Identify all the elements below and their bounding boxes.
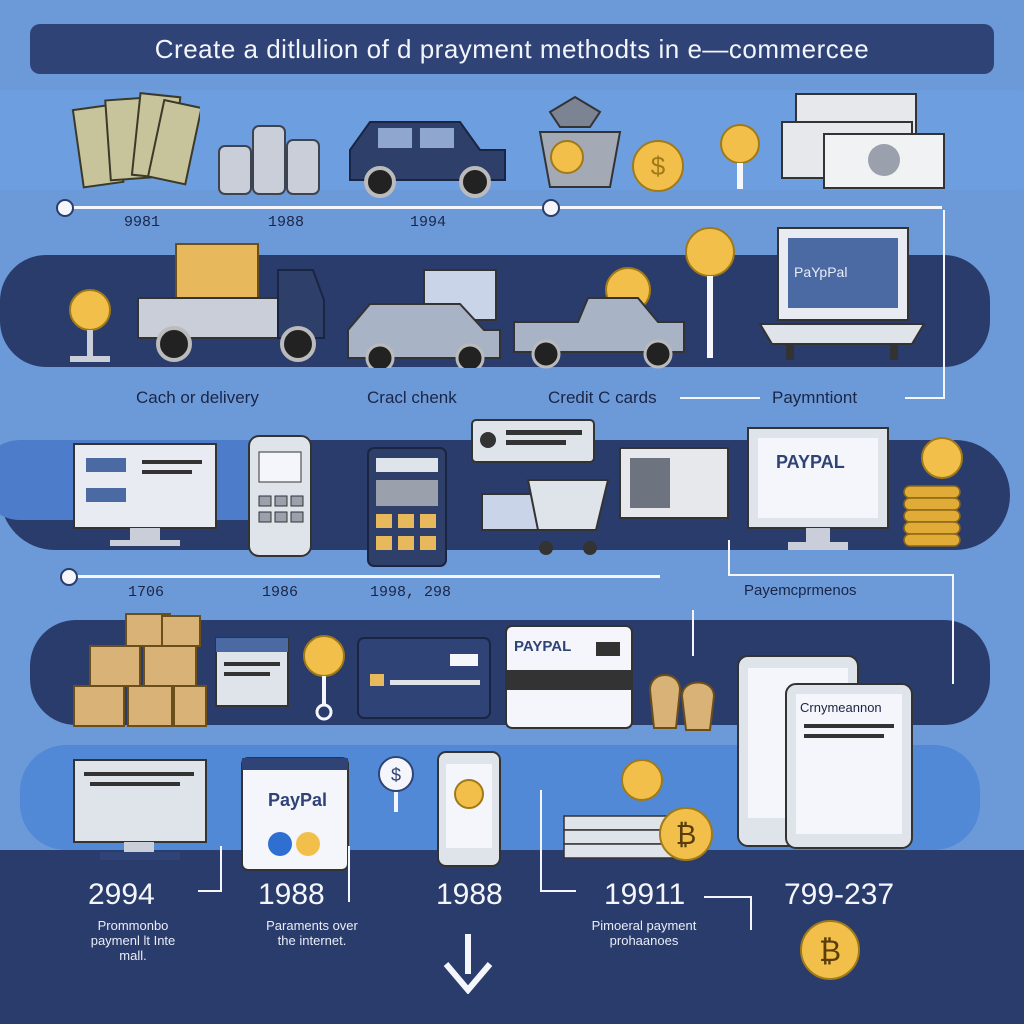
tablets-icon <box>737 655 913 849</box>
caption-row-5-1: Prommonbo paymenl lt Inte mall. <box>90 918 176 963</box>
year-label-row-3-1: 1706 <box>128 584 165 601</box>
label-payment: Paymntiont <box>772 388 858 407</box>
monitor-screen-text: PAYPAL <box>776 452 845 472</box>
page-title: Create a ditlulion of d prayment methodt… <box>30 24 994 74</box>
year-label-row-5-1: 2994 <box>88 878 155 911</box>
paypal-app-icon <box>241 757 349 871</box>
laptop-paypal-icon <box>758 227 926 360</box>
car-check-icon <box>347 269 501 368</box>
banknotes-icon <box>781 93 945 189</box>
connector-row-5-1-vertical <box>220 846 222 892</box>
money-bags-icon <box>648 674 716 731</box>
paypal-app-text: PayPal <box>268 790 328 810</box>
money-bag-icon <box>538 95 622 188</box>
coin-sign-icon <box>720 124 760 189</box>
coin-stacks-icon <box>218 125 320 195</box>
connector-row-5-5 <box>704 896 752 898</box>
timeline-dot-row-3-start <box>60 568 78 586</box>
svg-text:$: $ <box>651 151 666 181</box>
connector-row-3-horizontal <box>728 574 952 576</box>
down-arrow-icon <box>443 934 493 994</box>
paypal-card-icon <box>505 625 633 729</box>
timeline-line-row-1 <box>62 206 942 209</box>
cash-bills-icon <box>71 92 200 189</box>
monitor-icon-row-5 <box>73 759 207 860</box>
shopping-cart-icon <box>481 479 610 555</box>
year-label-row-1-1: 9981 <box>124 214 161 231</box>
pin-coin-icon-row-2 <box>69 289 111 362</box>
year-label-row-3-2: 1986 <box>262 584 299 601</box>
connector-row-3-vertical <box>728 540 730 576</box>
paypal-card-text: PAYPAL <box>514 638 572 655</box>
bitcoin-cash-stack-icon: ₿ <box>563 759 713 861</box>
receipt-card-icon <box>215 637 289 707</box>
connector-row-5-4-h <box>540 890 576 892</box>
label-payment-row-3: Payemcprmenos <box>744 582 857 599</box>
dollar-bill-icon <box>619 447 729 519</box>
svg-text:₿: ₿ <box>819 935 841 968</box>
pickup-truck-icon <box>513 267 685 369</box>
coin-pin-icon-row-4 <box>303 635 345 721</box>
label-check: Cracl chenk <box>367 388 457 407</box>
connector-row-5-4 <box>540 790 542 890</box>
connector-row-4 <box>692 610 694 656</box>
year-label-row-5-5: 799-237 <box>784 878 895 911</box>
tablet-screen-text: Crnymeannon <box>800 700 882 715</box>
calculator-terminal-icon <box>367 447 447 567</box>
connector-vertical-right <box>943 210 945 398</box>
year-label-row-1-3: 1994 <box>410 214 447 231</box>
connector-row-5-5-v <box>750 896 752 930</box>
label-credit-cards: Credit C cards <box>548 388 657 407</box>
year-label-row-1-2: 1988 <box>268 214 305 231</box>
timeline-dot-row-1-mid <box>542 199 560 217</box>
caption-row-5-3: Pimoeral payment prohaanoes <box>591 918 697 948</box>
svg-text:$: $ <box>391 765 401 785</box>
year-label-row-5-2: 1988 <box>258 878 325 911</box>
credit-card-icon-row-4 <box>357 637 491 719</box>
dollar-pin-icon: $ <box>378 756 414 812</box>
car-icon <box>349 121 506 198</box>
monitor-icon-row-3 <box>73 443 217 546</box>
laptop-screen-text: PaYpPal <box>794 264 848 280</box>
mobile-phone-icon <box>248 435 312 557</box>
caption-row-5-2: Paraments over the internet. <box>266 918 358 948</box>
year-label-row-5-4: 19911 <box>604 878 686 911</box>
dollar-coin-icon: $ <box>632 140 684 192</box>
boxes-icon <box>73 613 207 727</box>
smartphone-icon <box>437 751 501 867</box>
timeline-dot-row-1-start <box>56 199 74 217</box>
connector-row-5-1 <box>198 890 222 892</box>
coin-post-icon <box>685 227 735 358</box>
delivery-truck-icon <box>137 243 325 362</box>
coin-stack-gold-icon <box>903 437 963 547</box>
connector-row-2 <box>680 397 760 399</box>
apple-card-icon <box>471 419 595 463</box>
connector-row-5-2 <box>348 846 350 902</box>
year-label-row-3-3: 1998, 298 <box>370 584 452 601</box>
timeline-line-row-3 <box>66 575 660 578</box>
label-cash-on-delivery: Cach or delivery <box>136 388 259 407</box>
svg-text:₿: ₿ <box>676 819 697 850</box>
monitor-paypal-icon <box>747 427 889 550</box>
connector-row-2-right <box>905 397 945 399</box>
year-label-row-5-3: 1988 <box>436 878 503 911</box>
bitcoin-coin-icon: ₿ <box>800 920 860 980</box>
connector-row-3-right <box>952 574 954 684</box>
